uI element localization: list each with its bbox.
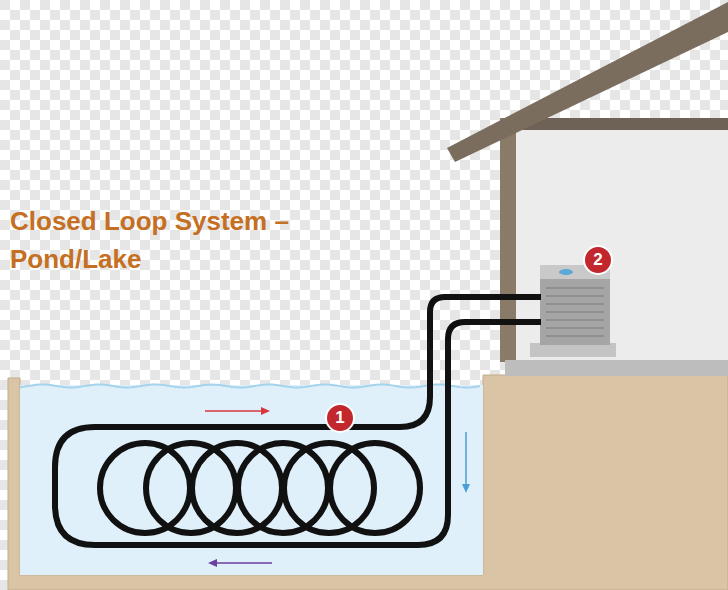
pipe-coil	[330, 443, 420, 533]
unit-base	[530, 343, 616, 357]
pipe-loop	[55, 297, 541, 545]
house-roof	[447, 2, 728, 162]
house-foundation	[505, 360, 728, 376]
diagram-title: Closed Loop System – Pond/Lake	[10, 203, 345, 278]
grill-slat	[546, 335, 604, 337]
ground	[8, 375, 728, 590]
callout-number: 1	[325, 403, 355, 433]
grill-slat	[546, 319, 604, 321]
house-wall	[515, 120, 728, 365]
flow-arrow	[205, 410, 262, 412]
water-surface	[20, 385, 480, 388]
grill-slat	[546, 303, 604, 305]
arrow-head	[261, 407, 270, 415]
house-eave	[515, 118, 728, 130]
callout-number: 2	[583, 245, 613, 275]
grill-slat	[546, 287, 604, 289]
unit-indicator	[559, 269, 573, 275]
grill-slat	[546, 327, 604, 329]
arrow-head	[462, 484, 470, 493]
house-post	[500, 118, 516, 362]
grill-slat	[546, 295, 604, 297]
pipe-coils	[100, 443, 420, 533]
heat-pump-unit	[540, 265, 610, 345]
unit-grill	[546, 288, 604, 336]
loop-pipe	[55, 297, 541, 545]
arrow-head	[208, 559, 217, 567]
grill-slat	[546, 311, 604, 313]
flow-arrow	[216, 562, 272, 564]
flow-arrow	[465, 432, 467, 485]
